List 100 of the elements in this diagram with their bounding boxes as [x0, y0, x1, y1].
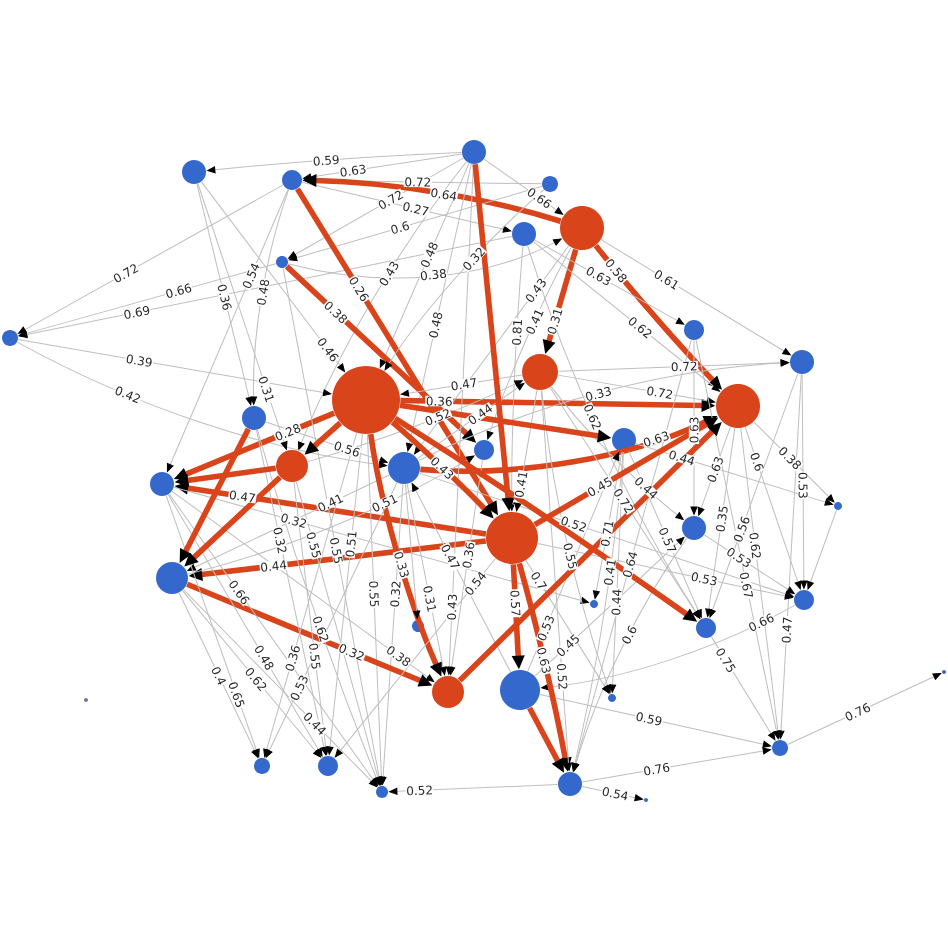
- arrow: [414, 245, 570, 455]
- arrow: [16, 341, 387, 469]
- arrow: [165, 495, 260, 758]
- arrow: [534, 536, 685, 677]
- arrow: [406, 483, 447, 676]
- arrow: [540, 389, 572, 771]
- arrow: [690, 339, 698, 515]
- arrow: [787, 673, 942, 745]
- graph-node: [182, 160, 206, 184]
- arrow: [18, 263, 277, 337]
- arrow: [384, 189, 545, 371]
- arrow: [178, 592, 259, 758]
- arrow: [307, 380, 523, 463]
- arrow: [744, 426, 802, 590]
- graph-node: [522, 354, 558, 390]
- graph-node: [276, 256, 288, 268]
- graph-node: [558, 772, 582, 796]
- graph-node: [318, 756, 338, 776]
- arrow: [697, 426, 731, 516]
- arrow: [807, 509, 837, 590]
- graph-node: [150, 472, 174, 496]
- arrow: [187, 474, 390, 571]
- graph-node: [684, 320, 704, 340]
- arrow: [539, 693, 771, 748]
- arrow: [379, 162, 470, 368]
- arrow: [600, 239, 791, 356]
- arrow: [740, 427, 782, 739]
- arrow: [200, 181, 345, 372]
- arrow: [256, 429, 380, 786]
- arrow: [207, 152, 463, 174]
- arrow: [181, 590, 321, 758]
- arrow: [527, 245, 701, 619]
- arrow: [777, 373, 802, 739]
- arrow: [705, 427, 736, 617]
- graph-node: [332, 366, 400, 434]
- graph-node: [242, 406, 266, 430]
- arrow: [366, 433, 385, 785]
- arrow: [800, 373, 808, 589]
- arrow: [303, 153, 463, 181]
- arrow: [419, 472, 794, 598]
- graph-node: [716, 384, 760, 428]
- arrow: [298, 161, 467, 451]
- graph-node: [682, 516, 706, 540]
- arrow: [265, 482, 398, 758]
- arrow: [250, 189, 290, 405]
- graph-node: [474, 440, 494, 460]
- graph-node: [486, 512, 538, 564]
- graph-node: [834, 502, 842, 510]
- graph-node: [500, 670, 540, 710]
- arrow: [168, 493, 378, 787]
- arrow: [183, 589, 378, 787]
- arrow: [171, 490, 435, 683]
- graph-node: [790, 350, 814, 374]
- arrow: [379, 483, 404, 785]
- graph-node: [512, 222, 536, 246]
- graph-node: [608, 694, 616, 702]
- graph-node: [542, 176, 558, 192]
- arrow: [514, 389, 538, 512]
- arrow: [581, 747, 771, 783]
- arrow: [167, 494, 323, 757]
- arrow: [486, 247, 572, 440]
- arrow: [709, 373, 799, 618]
- arrow: [483, 158, 564, 215]
- arrow: [18, 184, 284, 334]
- graph-node: [254, 758, 270, 774]
- arrow: [166, 189, 289, 472]
- arrow: [508, 245, 524, 511]
- arrow: [703, 534, 795, 595]
- arrow: [263, 432, 358, 758]
- arrow: [389, 784, 559, 795]
- arrow: [282, 267, 383, 785]
- graph-node: [276, 450, 308, 482]
- graph-node: [388, 452, 420, 484]
- arrow: [19, 235, 513, 339]
- arrow: [534, 239, 685, 325]
- arrow: [326, 433, 363, 755]
- graph-node: [590, 600, 598, 608]
- graph-node: [282, 170, 302, 190]
- graph-node: [560, 206, 604, 250]
- graph-node: [376, 786, 388, 798]
- arrow: [334, 558, 496, 758]
- arrow: [710, 636, 776, 741]
- arrow: [416, 382, 525, 460]
- graph-node: [612, 428, 636, 452]
- arrow: [445, 163, 474, 675]
- arrow: [541, 604, 796, 691]
- arrow: [187, 455, 475, 575]
- arrow: [405, 163, 472, 452]
- arrow: [293, 481, 330, 755]
- arrow: [635, 443, 833, 506]
- arrow: [581, 786, 643, 802]
- graph-node: [412, 620, 424, 632]
- arrow: [533, 241, 720, 392]
- arrow: [196, 183, 253, 406]
- arrow: [288, 185, 543, 262]
- arrow: [17, 338, 332, 397]
- arrow: [572, 339, 692, 772]
- graph-node: [794, 590, 814, 610]
- arrow: [295, 481, 382, 786]
- arrow: [557, 374, 716, 405]
